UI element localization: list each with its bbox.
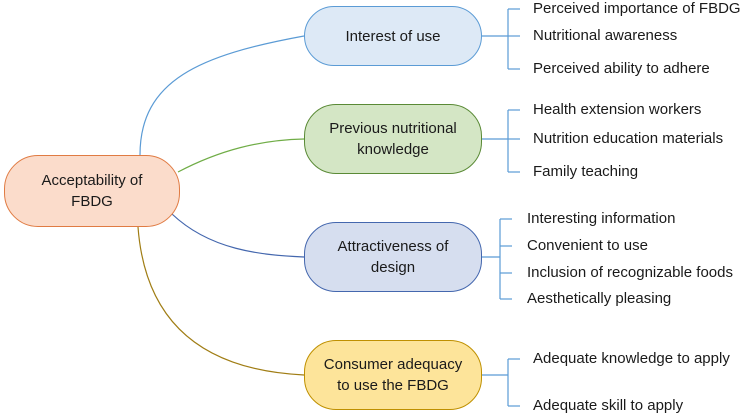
leaf-convenient-to-use: Convenient to use [527, 237, 648, 254]
branch-node-attractiveness: Attractiveness of design [304, 222, 482, 292]
leaf-family-teaching: Family teaching [533, 163, 639, 180]
leaf-interesting-information: Interesting information [527, 210, 676, 227]
branch-2-label-line2: knowledge [357, 141, 429, 158]
root-label-line1: Acceptability of [41, 172, 143, 189]
bracket-branch-4 [482, 358, 520, 407]
branch-node-interest-of-use: Interest of use [304, 6, 482, 66]
leaf-adequate-skill: Adequate skill to apply [533, 397, 684, 414]
leaf-aesthetically-pleasing: Aesthetically pleasing [527, 290, 672, 307]
branch-node-previous-knowledge: Previous nutritional knowledge [304, 104, 482, 174]
branch-1-label: Interest of use [345, 27, 441, 45]
connector-branch-1 [139, 35, 305, 156]
connector-branch-2 [177, 138, 305, 173]
branch-2-label-line1: Previous nutritional [329, 120, 457, 137]
leaf-perceived-importance: Perceived importance of FBDG [533, 0, 741, 17]
root-label-line2: FBDG [71, 193, 113, 210]
leaf-nutrition-education-materials: Nutrition education materials [533, 130, 724, 147]
root-node: Acceptability of FBDG [4, 155, 180, 227]
leaf-health-extension-workers: Health extension workers [533, 101, 702, 118]
connector-branch-3 [171, 213, 305, 258]
branch-node-consumer-adequacy: Consumer adequacy to use the FBDG [304, 340, 482, 410]
branch-4-label-line2: to use the FBDG [337, 377, 449, 394]
branch-3-label-line2: design [370, 259, 416, 276]
leaf-adequate-knowledge: Adequate knowledge to apply [533, 350, 730, 367]
bracket-branch-3 [482, 218, 512, 300]
bracket-branch-1 [482, 8, 520, 70]
branch-4-label-line1: Consumer adequacy [323, 356, 463, 373]
leaf-recognizable-foods: Inclusion of recognizable foods [527, 264, 733, 281]
connector-branch-4 [137, 226, 305, 376]
leaf-nutritional-awareness: Nutritional awareness [533, 27, 678, 44]
branch-3-label-line1: Attractiveness of [337, 238, 449, 255]
bracket-branch-2 [482, 109, 520, 173]
leaf-perceived-ability: Perceived ability to adhere [533, 60, 710, 77]
